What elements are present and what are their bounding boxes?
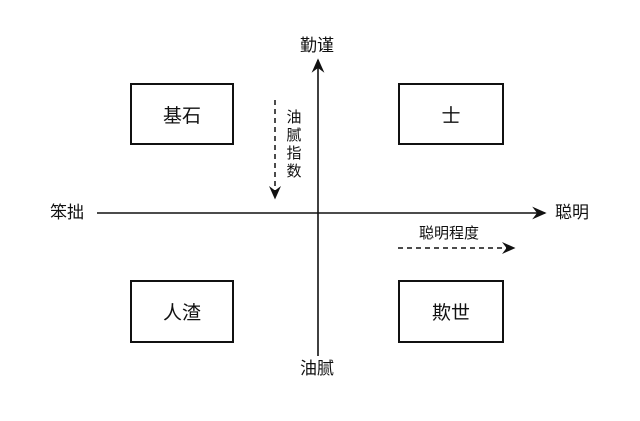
quadrant-top-right: 士 <box>398 83 504 145</box>
quadrant-bottom-right: 欺世 <box>398 280 504 343</box>
quadrant-bottom-left: 人渣 <box>130 280 234 343</box>
axis-label-right: 聪明 <box>555 203 589 223</box>
axis-label-top: 勤谨 <box>300 36 334 56</box>
quadrant-top-left: 基石 <box>130 83 234 145</box>
vertical-indicator-label: 油腻指数 <box>286 108 302 180</box>
axis-label-bottom: 油腻 <box>300 359 334 379</box>
horizontal-indicator-label: 聪明程度 <box>419 224 480 242</box>
axis-label-left: 笨拙 <box>50 203 84 223</box>
